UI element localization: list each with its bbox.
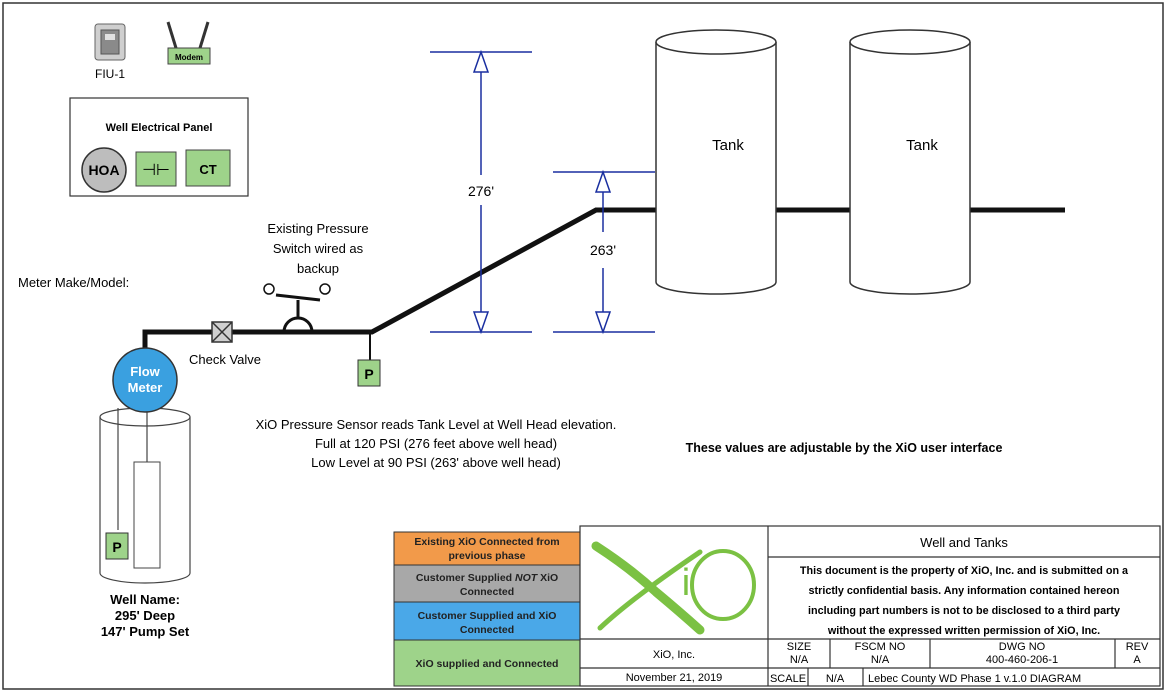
sensor-note-1: XiO Pressure Sensor reads Tank Level at … — [256, 417, 617, 432]
fscm-value: N/A — [871, 654, 890, 666]
low-height-label: 263' — [590, 242, 616, 258]
current-transformer — [185, 149, 231, 187]
confidential-line-2: strictly confidential basis. Any informa… — [809, 585, 1120, 597]
legend-existing-line1: Existing XiO Connected from — [414, 536, 559, 548]
confidential-line-3: including part numbers is not to be disc… — [808, 605, 1120, 617]
flow-meter-label-2: Meter — [128, 380, 163, 395]
well-depth: 295' Deep — [115, 608, 175, 623]
fiu-icon — [94, 23, 126, 61]
adjustable-note: These values are adjustable by the XiO u… — [686, 441, 1003, 455]
legend-customer-not-line2: Connected — [460, 586, 514, 598]
drawing-title: Well and Tanks — [920, 535, 1008, 550]
fiu-label: FIU-1 — [95, 67, 125, 81]
tank-2-label: Tank — [906, 137, 938, 154]
pressure-sensor — [357, 359, 381, 387]
title-block — [579, 525, 1161, 687]
tank-2 — [849, 29, 971, 295]
hoa-switch — [81, 147, 127, 193]
well-pressure-sensor — [105, 532, 129, 560]
sensor-note-2: Full at 120 PSI (276 feet above well hea… — [315, 436, 557, 451]
pressure-switch-label-2: Switch wired as — [273, 241, 364, 256]
dimension-276 — [430, 49, 532, 335]
hoa-label: HOA — [88, 162, 119, 178]
legend-customer-not-line1: Customer Supplied NOT XiO — [416, 572, 558, 584]
confidential-line-4: without the expressed written permission… — [827, 625, 1100, 637]
size-header: SIZE — [787, 641, 811, 653]
drawing-date: November 21, 2019 — [626, 672, 723, 684]
dwg-value: 400-460-206-1 — [986, 654, 1058, 666]
contactor-label: ⊣⊢ — [142, 162, 170, 179]
well-sensor-label: P — [112, 539, 121, 555]
pump — [133, 461, 161, 569]
modem-icon — [166, 21, 211, 65]
legend-customer-xio-line1: Customer Supplied and XiO — [418, 610, 557, 622]
rev-value: A — [1133, 654, 1141, 666]
legend-existing-line2: previous phase — [448, 550, 525, 562]
scale-value: N/A — [826, 673, 845, 685]
tank-1 — [655, 29, 777, 295]
dimension-263 — [553, 169, 655, 335]
xio-logo-i: i — [682, 562, 690, 604]
pressure-switch-icon — [263, 283, 331, 333]
flow-meter — [112, 347, 178, 413]
panel-title: Well Electrical Panel — [106, 122, 213, 134]
pressure-switch-label-1: Existing Pressure — [267, 221, 368, 236]
check-valve-label: Check Valve — [189, 352, 261, 367]
flow-meter-label-1: Flow — [130, 364, 160, 379]
xio-logo — [591, 541, 756, 635]
confidential-line-1: This document is the property of XiO, In… — [800, 565, 1129, 577]
legend-xio-supplied-swatch — [393, 639, 581, 687]
modem-label: Modem — [175, 53, 203, 62]
legend-xio-supplied-line1: XiO supplied and Connected — [416, 658, 559, 670]
ct-label: CT — [199, 162, 216, 177]
legend — [393, 531, 581, 687]
pressure-sensor-label: P — [364, 366, 373, 382]
dwg-header: DWG NO — [999, 641, 1046, 653]
sensor-note-3: Low Level at 90 PSI (263' above well hea… — [311, 455, 561, 470]
scale-label: SCALE — [770, 673, 806, 685]
meter-make-model-label: Meter Make/Model: — [18, 275, 129, 290]
fscm-header: FSCM NO — [855, 641, 906, 653]
pressure-switch-label-3: backup — [297, 261, 339, 276]
project-name: Lebec County WD Phase 1 v.1.0 DIAGRAM — [868, 673, 1081, 685]
check-valve-icon — [211, 321, 233, 343]
well-name-label: Well Name: — [110, 592, 180, 607]
well-pump-set: 147' Pump Set — [101, 624, 190, 639]
full-height-label: 276' — [468, 183, 494, 199]
size-value: N/A — [790, 654, 809, 666]
legend-customer-xio-line2: Connected — [460, 624, 514, 636]
contactor — [135, 151, 177, 187]
tank-1-label: Tank — [712, 137, 744, 154]
rev-header: REV — [1126, 641, 1149, 653]
company-name: XiO, Inc. — [653, 649, 695, 661]
